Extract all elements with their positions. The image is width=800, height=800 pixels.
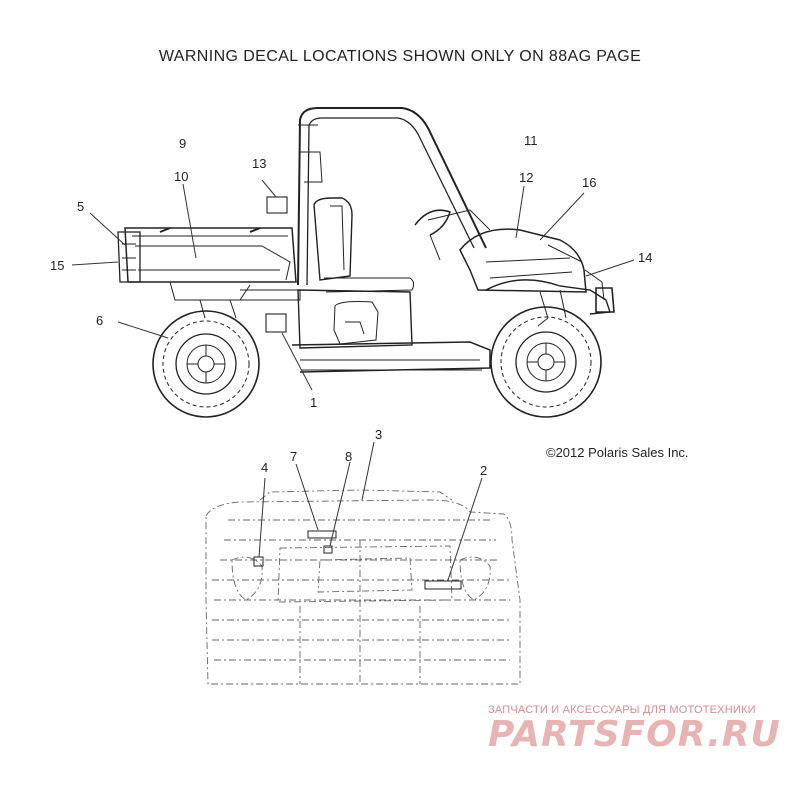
vehicle-side-view (117, 107, 615, 418)
front-tire (490, 306, 602, 418)
callout-16: 16 (582, 175, 596, 190)
callout-4: 4 (261, 460, 268, 475)
callout-3: 3 (375, 427, 382, 442)
watermark-logo: PARTSFOR.RU (488, 714, 781, 755)
callout-13: 13 (252, 156, 266, 171)
callout-numbers: 1 2 3 4 5 6 7 8 9 10 11 12 13 14 15 16 (50, 133, 652, 478)
callout-1: 1 (310, 395, 317, 410)
callout-14: 14 (638, 250, 652, 265)
watermark-tagline: ЗАПЧАСТИ И АКСЕССУАРЫ ДЛЯ МОТОТЕХНИКИ (488, 704, 756, 716)
callout-9: 9 (179, 136, 186, 151)
callout-12: 12 (519, 170, 533, 185)
leader-lines (71, 179, 635, 581)
copyright-text: ©2012 Polaris Sales Inc. (546, 445, 689, 460)
decal-13-box (266, 196, 288, 214)
decal-1-box (265, 313, 287, 333)
watermark: ЗАПЧАСТИ И АКСЕССУАРЫ ДЛЯ МОТОТЕХНИКИ PA… (488, 704, 788, 755)
decal-4-box (253, 556, 264, 567)
callout-6: 6 (96, 313, 103, 328)
vehicle-top-view (205, 489, 521, 685)
callout-2: 2 (480, 463, 487, 478)
callout-10: 10 (174, 169, 188, 184)
callout-5: 5 (77, 199, 84, 214)
callout-8: 8 (345, 449, 352, 464)
page-title: WARNING DECAL LOCATIONS SHOWN ONLY ON 88… (158, 48, 642, 65)
decal-2-box (424, 580, 462, 590)
callout-7: 7 (290, 449, 297, 464)
callout-11: 11 (524, 133, 538, 148)
decal-8-box (323, 545, 333, 554)
rear-tire (152, 310, 260, 418)
callout-15: 15 (50, 258, 64, 273)
decal-7-box (307, 530, 337, 539)
